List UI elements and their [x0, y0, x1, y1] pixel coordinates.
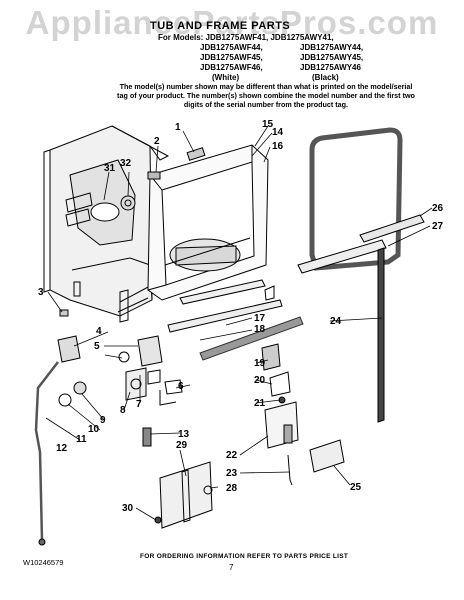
callout-1: 1: [175, 122, 181, 133]
callout-22: 22: [226, 450, 238, 461]
callout-3: 3: [38, 287, 44, 298]
model-row: JDB1275AWF46,JDB1275AWY46: [200, 63, 361, 72]
callout-32: 32: [120, 158, 132, 169]
page-title: TUB AND FRAME PARTS: [150, 20, 291, 32]
callout-6: 6: [178, 381, 184, 392]
callout-15: 15: [262, 119, 274, 130]
callout-2: 2: [154, 136, 160, 147]
callout-23: 23: [226, 468, 238, 479]
document-id: W10246579: [23, 558, 64, 567]
tub-frame: [120, 144, 269, 301]
model-note: The model(s) number shown may be differe…: [117, 82, 415, 109]
callout-26: 26: [432, 203, 444, 214]
callout-4: 4: [96, 326, 102, 337]
ordering-info: FOR ORDERING INFORMATION REFER TO PARTS …: [140, 553, 349, 560]
callout-20: 20: [254, 375, 266, 386]
leader-lines: [45, 125, 433, 521]
model-row: JDB1275AWF45,JDB1275AWY45,: [200, 53, 364, 62]
tub-body: [43, 125, 170, 323]
callout-29: 29: [176, 440, 188, 451]
color-row: (White)(Black): [212, 73, 339, 82]
callout-10: 10: [88, 424, 100, 435]
callout-9: 9: [100, 415, 106, 426]
callout-16: 16: [272, 141, 284, 152]
callout-13: 13: [178, 429, 190, 440]
right-parts: [142, 343, 345, 529]
watermark: AppliancePartsPros.com: [25, 4, 439, 41]
callout-30: 30: [122, 503, 134, 514]
callout-8: 8: [120, 405, 126, 416]
model-row: JDB1275AWF44,JDB1275AWY44,: [200, 43, 364, 52]
callout-5: 5: [94, 341, 100, 352]
callout-14: 14: [272, 127, 284, 138]
page-number: 7: [229, 563, 234, 572]
callout-12: 12: [56, 443, 68, 454]
callout-18: 18: [254, 324, 266, 335]
door-gasket: [309, 127, 403, 271]
callout-25: 25: [350, 482, 362, 493]
callout-24: 24: [330, 316, 342, 327]
model-list: For Models: JDB1275AWF41, JDB1275AWY41, …: [158, 33, 363, 83]
small-parts: [34, 309, 183, 546]
callout-17: 17: [254, 313, 266, 324]
callout-28: 28: [226, 483, 238, 494]
callout-19: 19: [254, 358, 266, 369]
models-heading: For Models: JDB1275AWF41, JDB1275AWY41,: [158, 33, 334, 42]
callout-11: 11: [76, 434, 87, 445]
callout-labels: 1 2 3 4 5 6 7 8 9 10 11 12 13 14 15 16 1…: [38, 119, 444, 514]
callout-7: 7: [136, 399, 142, 410]
callout-27: 27: [432, 221, 444, 232]
callout-31: 31: [104, 163, 116, 174]
rails: [167, 214, 425, 423]
callout-21: 21: [254, 398, 266, 409]
